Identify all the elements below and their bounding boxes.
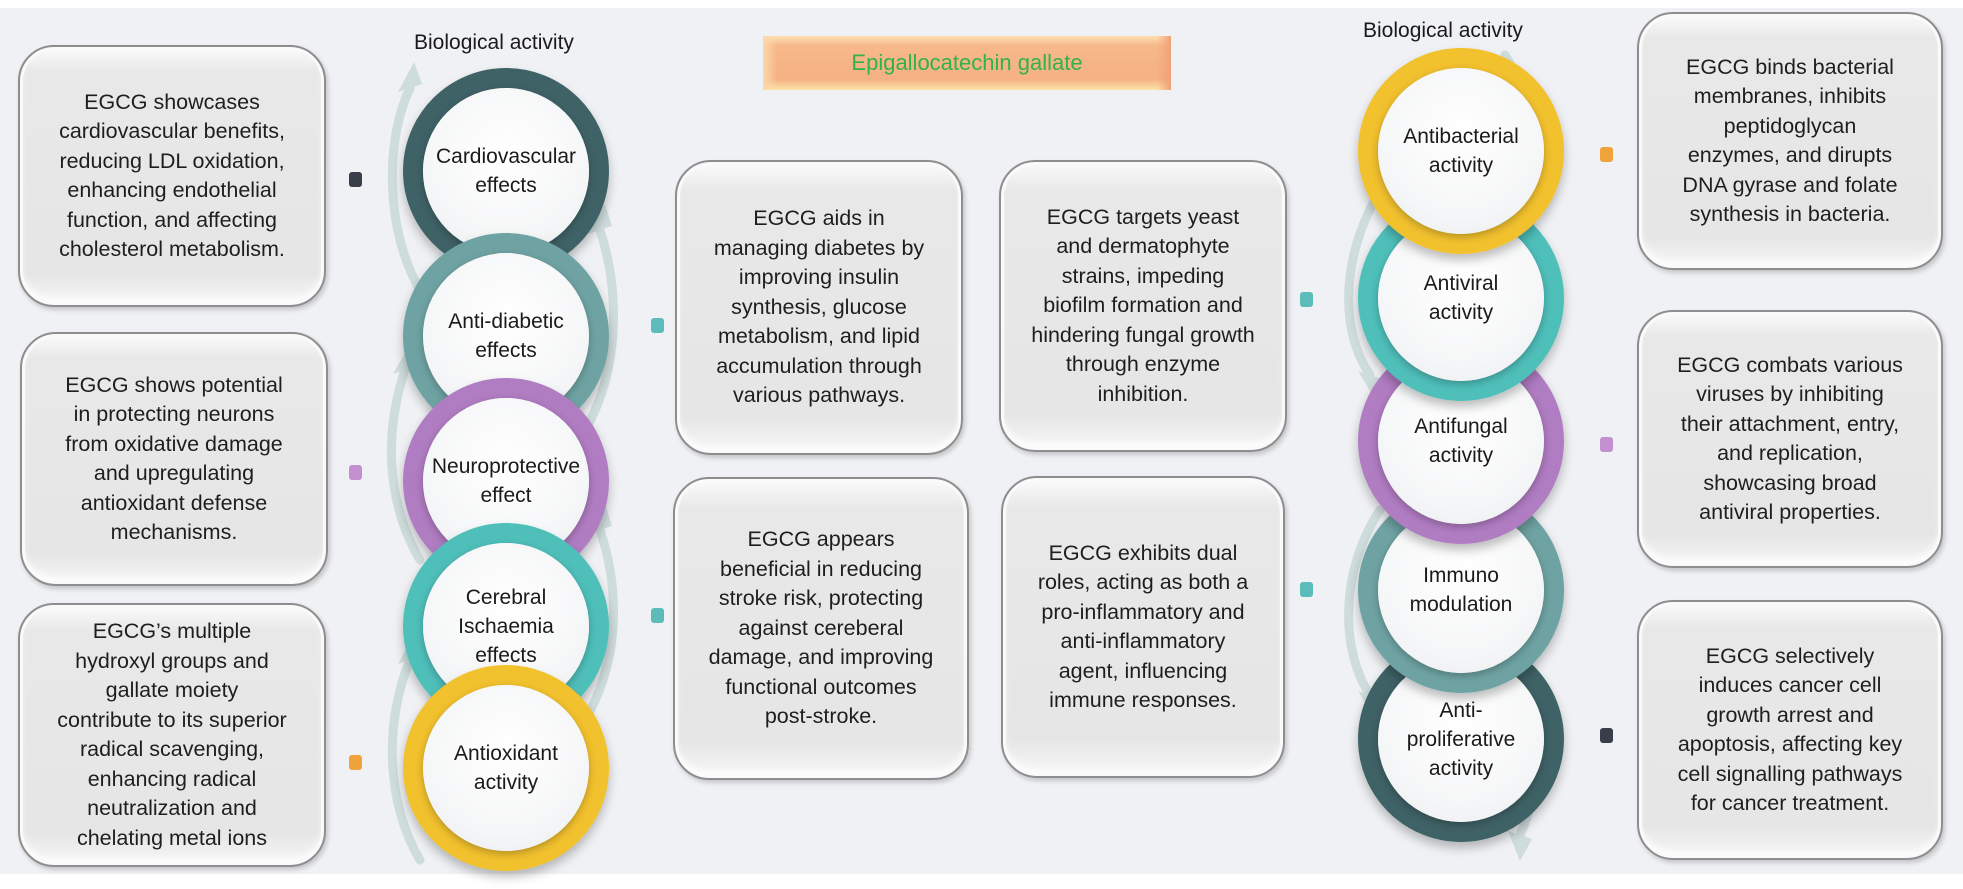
node-antioxidant-activity: Antioxidant activity: [403, 665, 609, 871]
node-label: Antioxidant activity: [454, 742, 558, 794]
antibacterial-info-box: EGCG binds bacterial membranes, inhibits…: [1637, 12, 1943, 270]
info-text: EGCG aids in managing diabetes by improv…: [713, 206, 925, 408]
info-text: EGCG combats various viruses by inhibiti…: [1677, 352, 1903, 525]
antioxidant-info-box: EGCG’s multiple hydroxyl groups and gall…: [18, 603, 326, 867]
antifungal-info-box: EGCG targets yeast and dermatophyte stra…: [999, 160, 1287, 452]
info-text: EGCG binds bacterial membranes, inhibits…: [1682, 54, 1898, 227]
bottom-margin: [0, 874, 1963, 889]
connector-dot-purple: [349, 465, 362, 480]
node-antibacterial-activity: Antibacterial activity: [1358, 48, 1564, 254]
immunomodulation-info-box: EGCG exhibits dual roles, acting as both…: [1001, 476, 1285, 778]
info-text: EGCG showcases cardiovascular benefits, …: [59, 89, 285, 262]
node-label: Anti- proliferative activity: [1406, 698, 1516, 780]
connector-dot-dark: [1600, 728, 1613, 743]
connector-dot-purple: [1600, 437, 1613, 452]
info-text: EGCG exhibits dual roles, acting as both…: [1037, 540, 1249, 713]
node-label: Antiviral activity: [1423, 272, 1499, 324]
info-text: EGCG selectively induces cancer cell gro…: [1677, 643, 1903, 816]
connector-dot-orange: [349, 755, 362, 770]
connector-dot-dark: [349, 172, 362, 187]
anti-diabetic-info-box: EGCG aids in managing diabetes by improv…: [675, 160, 963, 455]
connector-dot-teal: [651, 318, 664, 333]
right-section-heading: Biological activity: [1363, 19, 1523, 42]
diagram-title: Epigallocatechin gallate: [851, 50, 1083, 75]
antiviral-info-box: EGCG combats various viruses by inhibiti…: [1637, 310, 1943, 568]
node-label: Cardiovascular effects: [435, 145, 577, 197]
info-text: EGCG’s multiple hydroxyl groups and gall…: [57, 619, 287, 850]
connector-dot-teal: [1300, 292, 1313, 307]
node-label: Neuroprotective effect: [431, 455, 581, 507]
info-text: EGCG appears beneficial in reducing stro…: [708, 527, 934, 729]
info-text: EGCG shows potential in protecting neuro…: [65, 372, 283, 545]
node-label: Immuno modulation: [1409, 564, 1513, 616]
node-label: Cerebral Ischaemia effects: [458, 585, 554, 667]
node-label: Antibacterial activity: [1403, 125, 1519, 177]
cardiovascular-info-box: EGCG showcases cardiovascular benefits, …: [18, 45, 326, 307]
neuroprotective-info-box: EGCG shows potential in protecting neuro…: [20, 332, 328, 586]
connector-dot-orange: [1600, 147, 1613, 162]
connector-dot-teal: [1300, 582, 1313, 597]
anti-proliferative-info-box: EGCG selectively induces cancer cell gro…: [1637, 600, 1943, 860]
node-label: Antifungal activity: [1414, 415, 1508, 467]
info-text: EGCG targets yeast and dermatophyte stra…: [1031, 204, 1255, 406]
node-label: Anti-diabetic effects: [448, 310, 564, 362]
title-banner: Epigallocatechin gallate: [763, 36, 1171, 90]
cerebral-ischaemia-info-box: EGCG appears beneficial in reducing stro…: [673, 477, 969, 780]
connector-dot-teal: [651, 608, 664, 623]
left-section-heading: Biological activity: [414, 31, 574, 54]
